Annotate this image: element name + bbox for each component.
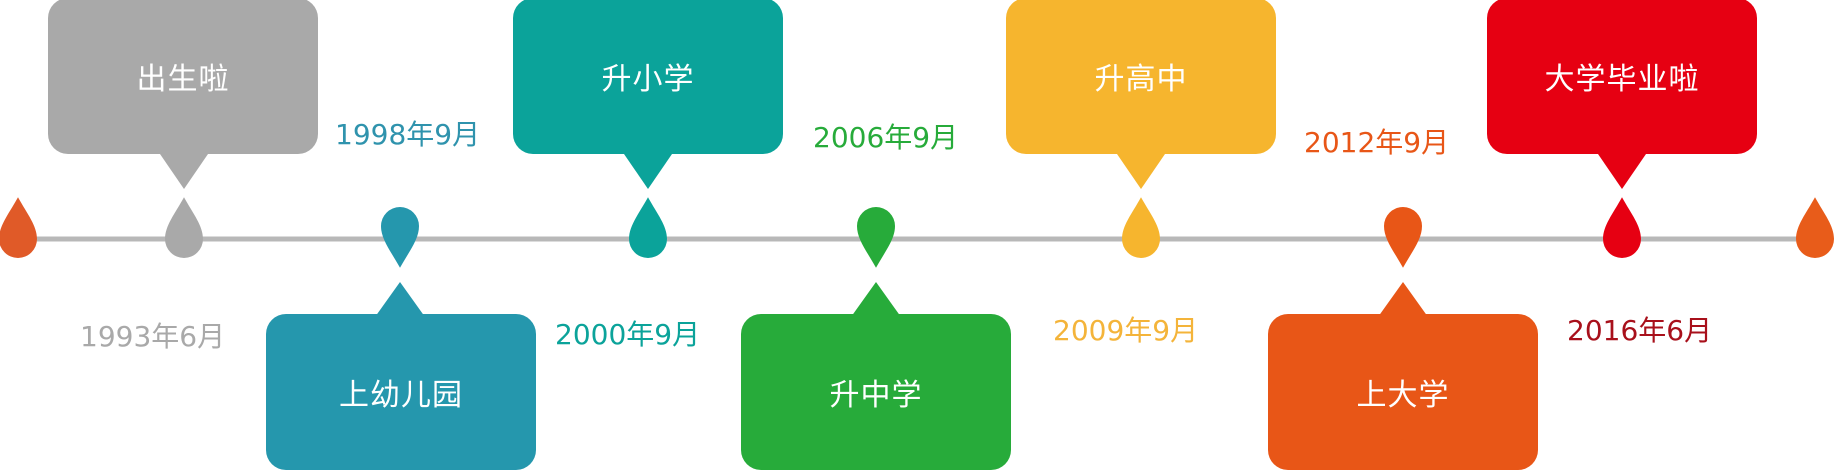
event-callout: 上幼儿园	[266, 314, 536, 470]
callout-pointer	[1117, 154, 1165, 189]
timeline-marker	[381, 207, 419, 268]
event-callout: 大学毕业啦	[1487, 0, 1757, 154]
event-date: 1998年9月	[335, 118, 481, 151]
callout-pointer	[1598, 154, 1646, 189]
event-label: 大学毕业啦	[1544, 62, 1700, 97]
timeline-marker	[1122, 197, 1160, 258]
event-callout: 出生啦	[48, 0, 318, 154]
event-date: 2000年9月	[555, 318, 701, 351]
timeline-marker	[165, 197, 203, 258]
event-callout: 上大学	[1268, 314, 1538, 470]
event-callout: 升小学	[513, 0, 783, 154]
event-label: 升中学	[829, 378, 923, 413]
callout-pointer	[160, 154, 208, 189]
timeline-marker	[1384, 207, 1422, 268]
event-date: 1993年6月	[80, 320, 226, 353]
event-date: 2016年6月	[1567, 314, 1713, 347]
event-date: 2006年9月	[813, 121, 959, 154]
event-label: 上大学	[1356, 378, 1450, 413]
callout-pointer	[375, 282, 425, 317]
event-label: 升小学	[601, 62, 695, 97]
event-date: 2012年9月	[1304, 126, 1450, 159]
timeline-marker	[629, 197, 667, 258]
event-callout: 升中学	[741, 314, 1011, 470]
callout-pointer	[1378, 282, 1428, 317]
event-callout: 升高中	[1006, 0, 1276, 154]
timeline-marker	[857, 207, 895, 268]
callout-pointer	[624, 154, 672, 189]
timeline-end-marker	[1796, 197, 1834, 258]
event-label: 出生啦	[136, 62, 230, 97]
callout-pointer	[851, 282, 901, 317]
timeline-start-marker	[0, 197, 37, 258]
event-date: 2009年9月	[1053, 314, 1199, 347]
event-label: 上幼儿园	[339, 378, 463, 413]
event-label: 升高中	[1094, 62, 1188, 97]
timeline-marker	[1603, 197, 1641, 258]
